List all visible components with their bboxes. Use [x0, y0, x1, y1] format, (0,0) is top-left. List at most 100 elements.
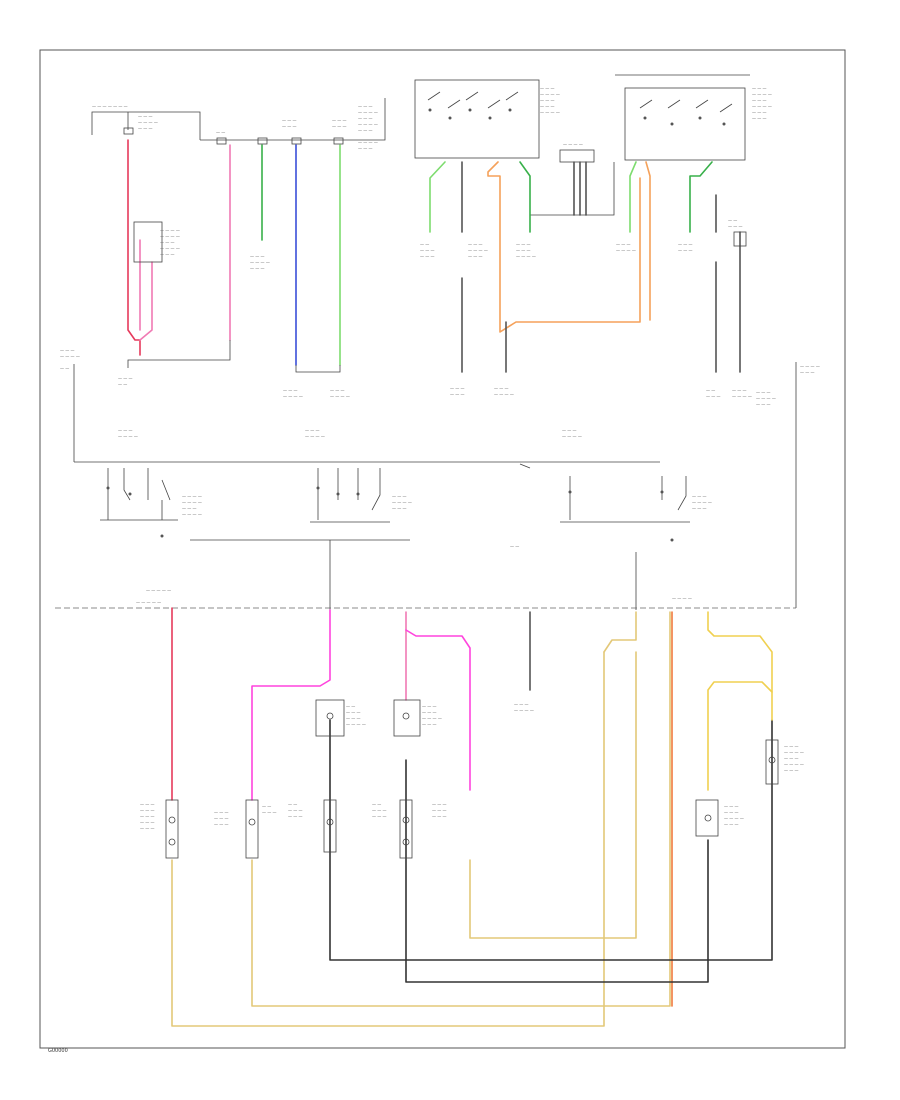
svg-text:— — —: — — —: [330, 388, 345, 393]
svg-text:— — —: — — —: [432, 802, 447, 807]
svg-text:— —: — —: [60, 366, 69, 371]
svg-text:— — —: — — —: [752, 110, 767, 115]
svg-text:— — —: — — —: [450, 386, 465, 391]
svg-text:— — — —: — — — —: [392, 500, 412, 505]
svg-text:— — —: — — —: [372, 814, 387, 819]
svg-text:— — —: — — —: [332, 118, 347, 123]
svg-text:— — —: — — —: [514, 702, 529, 707]
svg-text:— — —: — — —: [422, 710, 437, 715]
svg-text:— — — —: — — — —: [800, 364, 820, 369]
svg-text:— — —: — — —: [756, 390, 771, 395]
svg-text:— — —: — — —: [752, 98, 767, 103]
svg-text:— — — —: — — — —: [563, 142, 583, 147]
svg-text:— — — —: — — — —: [118, 434, 138, 439]
svg-text:— — —: — — —: [724, 822, 739, 827]
svg-text:— — — —: — — — —: [468, 248, 488, 253]
wire-pink-circuit-breaker: [139, 239, 153, 341]
svg-text:— — —: — — —: [728, 224, 743, 229]
svg-text:— — — — —: — — — — —: [136, 600, 161, 605]
svg-text:— — — —: — — — —: [182, 512, 202, 517]
svg-text:— — — —: — — — —: [540, 92, 560, 97]
svg-text:— —: — —: [216, 130, 225, 135]
svg-text:— — — —: — — — —: [346, 722, 366, 727]
svg-text:— — —: — — —: [140, 826, 155, 831]
svg-text:— — — —: — — — —: [160, 234, 180, 239]
svg-text:— — —: — — —: [392, 506, 407, 511]
svg-text:— — —: — — —: [214, 816, 229, 821]
svg-text:— — —: — — —: [358, 128, 373, 133]
svg-text:— — — —: — — — —: [250, 260, 270, 265]
svg-text:— — —: — — —: [692, 506, 707, 511]
svg-text:— — —: — — —: [140, 808, 155, 813]
svg-text:— — —: — — —: [784, 768, 799, 773]
svg-text:— — —: — — —: [432, 814, 447, 819]
svg-text:— — —: — — —: [420, 254, 435, 259]
svg-text:— —: — —: [706, 388, 715, 393]
svg-text:— — —: — — —: [288, 814, 303, 819]
svg-text:— — — —: — — — —: [562, 434, 582, 439]
svg-text:— — —: — — —: [305, 428, 320, 433]
svg-text:— — —: — — —: [288, 808, 303, 813]
page-id: G00000: [48, 1048, 68, 1054]
wire-red-left: [127, 139, 141, 356]
svg-text:— — —: — — —: [283, 388, 298, 393]
svg-text:— — —: — — —: [282, 118, 297, 123]
svg-text:— — —: — — —: [140, 814, 155, 819]
svg-text:— — — —: — — — —: [138, 120, 158, 125]
svg-text:— — —: — — —: [358, 116, 373, 121]
svg-text:— —: — —: [728, 218, 737, 223]
svg-text:— — — —: — — — —: [516, 254, 536, 259]
svg-text:— —: — —: [262, 804, 271, 809]
svg-text:— — — —: — — — —: [724, 816, 744, 821]
svg-text:— — —: — — —: [420, 248, 435, 253]
svg-text:— — — —: — — — —: [616, 248, 636, 253]
svg-text:— —: — —: [288, 802, 297, 807]
svg-text:— — —: — — —: [800, 370, 815, 375]
svg-text:— — — —: — — — —: [672, 596, 692, 601]
svg-text:— — — —: — — — —: [358, 110, 378, 115]
svg-text:— — —: — — —: [118, 376, 133, 381]
svg-text:— — — —: — — — —: [494, 392, 514, 397]
wire-orange-1: [487, 161, 641, 333]
svg-text:— — — —: — — — —: [358, 140, 378, 145]
svg-text:— —: — —: [420, 242, 429, 247]
svg-text:— — —: — — —: [332, 124, 347, 129]
svg-text:— — —: — — —: [540, 98, 555, 103]
svg-text:— — —: — — —: [250, 266, 265, 271]
svg-text:— — —: — — —: [752, 116, 767, 121]
wire-green-2: [429, 161, 446, 233]
svg-text:— — — —: — — — —: [784, 762, 804, 767]
svg-text:— —: — —: [118, 382, 127, 387]
svg-text:— — —: — — —: [160, 252, 175, 257]
bottom-wiring: — — — — — — —: [171, 607, 773, 1027]
multifunction-switch-right: — — — — — — — — — —: [560, 476, 712, 542]
svg-text:— —: — —: [346, 704, 355, 709]
svg-text:— — —: — — —: [724, 810, 739, 815]
svg-text:— — — — —: — — — — —: [146, 588, 171, 593]
svg-text:— — — —: — — — —: [160, 246, 180, 251]
wire-green-3: [519, 161, 531, 233]
svg-text:— — —: — — —: [182, 506, 197, 511]
svg-text:— — —: — — —: [250, 254, 265, 259]
lamp-right-park: — — — — — — — — — — — — — — — — — — — — …: [372, 699, 447, 859]
lamp-left-side-marker: — — — — — — — — — — — — — —: [214, 799, 277, 859]
switch-module-left: — — — — — — — — — — — — — — — — —: [414, 79, 560, 159]
lamp-left-park: — — — — — — — — — — — — — — — — — — — —: [288, 699, 366, 853]
svg-text:— — —: — — —: [516, 242, 531, 247]
svg-text:— — —: — — —: [262, 810, 277, 815]
svg-text:— — —: — — —: [346, 716, 361, 721]
control-bus: — — — — — — — — — — — — — — — — — — — — …: [74, 428, 660, 469]
svg-text:— — — —: — — — —: [784, 750, 804, 755]
lamp-right-front-turn: — — — — — — — — — — — — — — — — —: [765, 739, 804, 785]
svg-text:— — —: — — —: [468, 254, 483, 259]
svg-text:— — — —: — — — —: [422, 716, 442, 721]
lamp-right-side-marker: — — — — — — — — — — — — —: [695, 799, 744, 837]
svg-text:— — —: — — —: [732, 388, 747, 393]
svg-text:— — — —: — — — —: [182, 494, 202, 499]
svg-text:— — —: — — —: [346, 710, 361, 715]
svg-text:— — —: — — —: [724, 804, 739, 809]
svg-text:— — — —: — — — —: [305, 434, 325, 439]
svg-text:— —: — —: [372, 802, 381, 807]
svg-text:— — —: — — —: [678, 242, 693, 247]
